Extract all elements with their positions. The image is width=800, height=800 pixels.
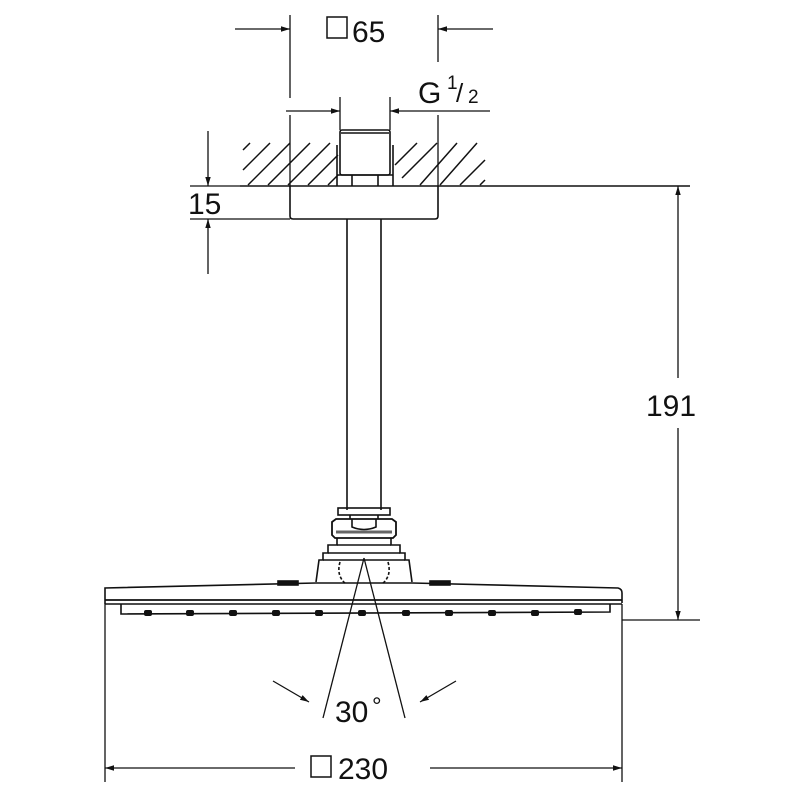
square-symbol-icon [310,755,332,778]
dim-thread-num: 1 [447,73,458,94]
inlet-connector [336,129,394,186]
ceiling-hatch [242,142,486,186]
dim-head-width: 230 [338,753,388,786]
shower-head [104,580,623,616]
dim-total-height: 191 [646,390,696,423]
dim-spray-angle: 30 [335,696,368,729]
ceiling-flange [289,186,439,220]
dim-thread-prefix: G [418,77,441,110]
square-symbol-icon [326,16,348,39]
dim-spray-angle-unit: ° [372,693,382,720]
spray-nozzles [144,609,582,616]
dim-thread-slash: / [456,78,464,108]
dim-top-width: 65 [352,16,385,49]
dim-thread-den: 2 [468,87,479,108]
dim-flange-height: 15 [188,188,221,221]
swivel-joint [315,507,413,585]
